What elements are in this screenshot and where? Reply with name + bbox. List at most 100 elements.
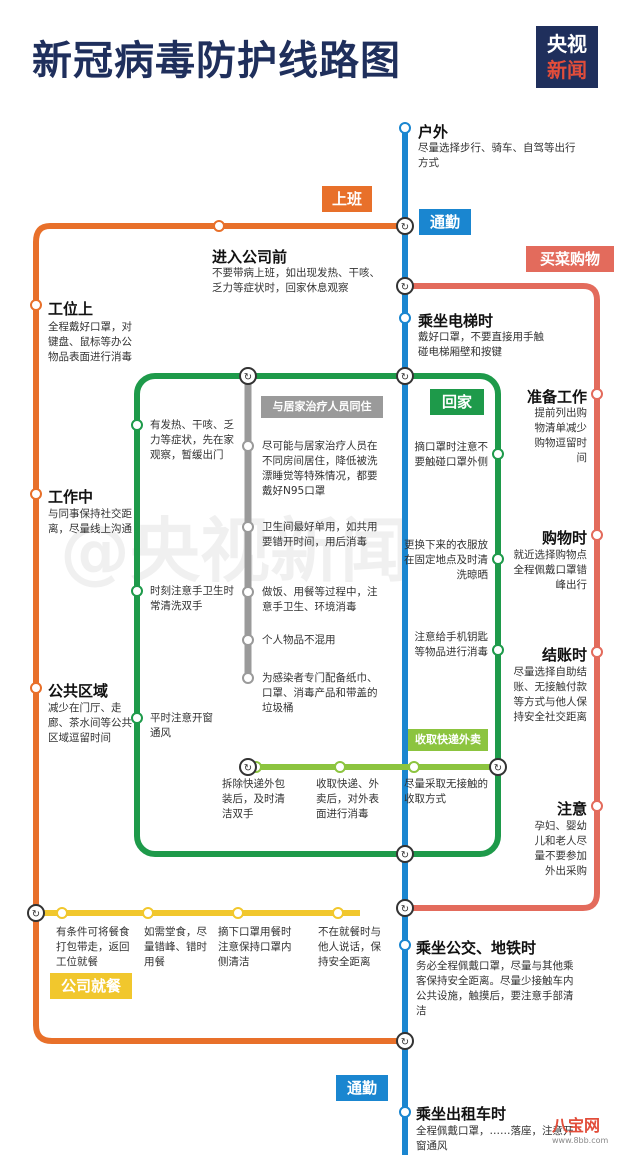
site-badge: 八宝网 www.8bb.com	[552, 1112, 626, 1152]
tag-kuaidi: 收取快递外卖	[408, 729, 488, 751]
stop-text-dianti: 戴好口罩，不要直接用手触碰电梯厢壁和按键	[418, 331, 544, 358]
stop-zhuyi	[591, 800, 603, 812]
stop-m4	[332, 907, 344, 919]
meal-text-1: 有条件可将餐食打包带走，返回工位就餐	[56, 926, 130, 968]
svg-text:↻: ↻	[244, 763, 252, 774]
home-left-text-3: 平时注意开窗通风	[150, 712, 213, 739]
meal-text-4: 不在就餐时与他人说话，保持安全距离	[318, 926, 381, 968]
stop-gray5	[242, 672, 254, 684]
express-text-1: 拆除快递外包装后，及时清洁双手	[222, 778, 285, 820]
stop-gouwu	[591, 529, 603, 541]
transfer-station-9: ↻	[27, 904, 45, 922]
stop-m3	[232, 907, 244, 919]
stop-text-huwai: 尽量选择步行、骑车、自驾等出行方式	[418, 142, 576, 169]
svg-text:↻: ↻	[401, 1037, 409, 1048]
transfer-station-5: ↻	[489, 758, 507, 776]
site-badge-url: www.8bb.com	[552, 1136, 609, 1145]
stop-title-huwai: 户外	[418, 123, 449, 141]
tag-tongqin-bottom: 通勤	[336, 1075, 388, 1101]
stop-title-gouwu: 购物时	[541, 529, 587, 547]
svg-text:↻: ↻	[32, 909, 40, 920]
stop-title-jiezhang: 结账时	[541, 646, 587, 664]
stop-dianti	[399, 312, 411, 324]
stop-gongjiao	[399, 939, 411, 951]
transfer-station-2: ↻	[396, 277, 414, 295]
tag-tongqin-top: 通勤	[419, 209, 471, 235]
stop-m2	[142, 907, 154, 919]
stop-text-jiezhang: 尽量选择自助结账、无接触付款等方式与他人保持安全社交距离	[513, 666, 588, 723]
home-left-text-1: 有发热、干咳、乏力等症状，先在家观察，暂缓出门	[150, 419, 234, 461]
home-right-text-1: 摘口罩时注意不要触碰口罩外侧	[414, 441, 489, 468]
cohabit-text-1: 尽可能与居家治疗人员在不同房间居住，降低被洗漂睡觉等特殊情况，都要戴好N95口罩	[262, 440, 378, 497]
tag-shangban: 上班	[322, 186, 372, 212]
stop-title-chuzu: 乘坐出租车时	[416, 1105, 507, 1123]
stop-title-gongzuozhong: 工作中	[48, 488, 94, 506]
transfer-station-7: ↻	[396, 845, 414, 863]
stop-text-gongweishang: 全程戴好口罩，对键盘、鼠标等办公物品表面进行消毒	[48, 321, 132, 363]
tag-jiucan: 公司就餐	[50, 973, 132, 999]
transfer-station-4: ↻	[239, 367, 257, 385]
cohabit-text-3: 做饭、用餐等过程中，注意手卫生、环境消毒	[262, 586, 378, 613]
svg-text:↻: ↻	[401, 282, 409, 293]
stop-gray2	[242, 521, 254, 533]
stop-gongweishang	[30, 299, 42, 311]
tag-huijia: 回家	[430, 389, 484, 415]
stop-gongzuozhong	[30, 488, 42, 500]
stop-jiezhang	[591, 646, 603, 658]
meal-text-2: 如需堂食，尽量错峰、错时用餐	[144, 926, 207, 968]
stop-text-gonggong: 减少在门厅、走廊、茶水间等公共区域逗留时间	[48, 702, 132, 744]
stop-k3	[408, 761, 420, 773]
shopping-line	[405, 283, 600, 911]
stop-text-zhuyi: 孕妇、婴幼儿和老人尽量不要参加外出采购	[534, 820, 588, 877]
stop-chuzu	[399, 1106, 411, 1118]
svg-text:↻: ↻	[244, 372, 252, 383]
stop-text-jinru: 不要带病上班，如出现发热、干咳、乏力等症状时，回家休息观察	[212, 267, 380, 294]
stop-gonggong	[30, 682, 42, 694]
stop-gray4	[242, 634, 254, 646]
svg-text:↻: ↻	[401, 850, 409, 861]
stop-gray1	[242, 440, 254, 452]
page-title: 新冠病毒防护线路图	[32, 38, 401, 84]
stop-home-left3	[131, 712, 143, 724]
cctv-news-logo: 央视 新闻	[536, 26, 598, 88]
home-line	[134, 373, 501, 857]
transfer-station-6: ↻	[239, 758, 257, 776]
stop-title-gongjiao: 乘坐公交、地铁时	[416, 939, 537, 957]
stop-home-right3	[492, 644, 504, 656]
stop-home-right1	[492, 448, 504, 460]
tag-maicai: 买菜购物	[526, 246, 614, 272]
stop-home-left1	[131, 419, 143, 431]
home-left-text-2: 时刻注意手卫生时常清洗双手	[150, 585, 234, 612]
stop-zhunbei	[591, 388, 603, 400]
stop-home-left2	[131, 585, 143, 597]
home-right-text-2: 更换下来的衣服放在固定地点及时清洗晾晒	[404, 539, 488, 581]
cohabit-text-5: 为感染者专门配备纸巾、口罩、消毒产品和带盖的垃圾桶	[262, 672, 378, 714]
stop-jinru	[213, 220, 225, 232]
home-right-text-3: 注意给手机钥匙等物品进行消毒	[414, 631, 489, 658]
tag-cohabit: 与居家治疗人员同住	[261, 396, 383, 418]
stop-title-gongweishang: 工位上	[48, 300, 94, 318]
stop-text-gongzuozhong: 与同事保持社交距离，尽量线上沟通	[48, 508, 132, 535]
transfer-station-3: ↻	[396, 367, 414, 385]
express-text-2: 收取快递、外卖后，对外表面进行消毒	[316, 778, 379, 820]
work-line	[33, 223, 405, 1044]
express-text-3: 尽量采取无接触的收取方式	[404, 778, 488, 805]
logo-line1: 央视	[547, 32, 587, 56]
watermark: @央视新闻	[60, 510, 410, 592]
logo-line2: 新闻	[547, 58, 587, 82]
transfer-station-10: ↻	[396, 1032, 414, 1050]
stop-k2	[334, 761, 346, 773]
cohabit-text-4: 个人物品不混用	[262, 634, 336, 646]
svg-text:↻: ↻	[401, 904, 409, 915]
stop-huwai	[399, 122, 411, 134]
cohabit-text-2: 卫生间最好单用，如共用要错开时间，用后消毒	[262, 521, 378, 548]
transfer-station-8: ↻	[396, 899, 414, 917]
stop-text-gouwu: 就近选择购物点全程佩戴口罩错峰出行	[513, 549, 588, 591]
meal-text-3: 摘下口罩用餐时注意保持口罩内侧清洁	[218, 926, 292, 968]
svg-text:↻: ↻	[401, 372, 409, 383]
site-badge-text: 八宝网	[552, 1116, 601, 1135]
stop-title-zhuyi: 注意	[556, 800, 587, 818]
svg-text:↻: ↻	[401, 222, 409, 233]
stop-title-zhunbei: 准备工作	[526, 388, 587, 406]
